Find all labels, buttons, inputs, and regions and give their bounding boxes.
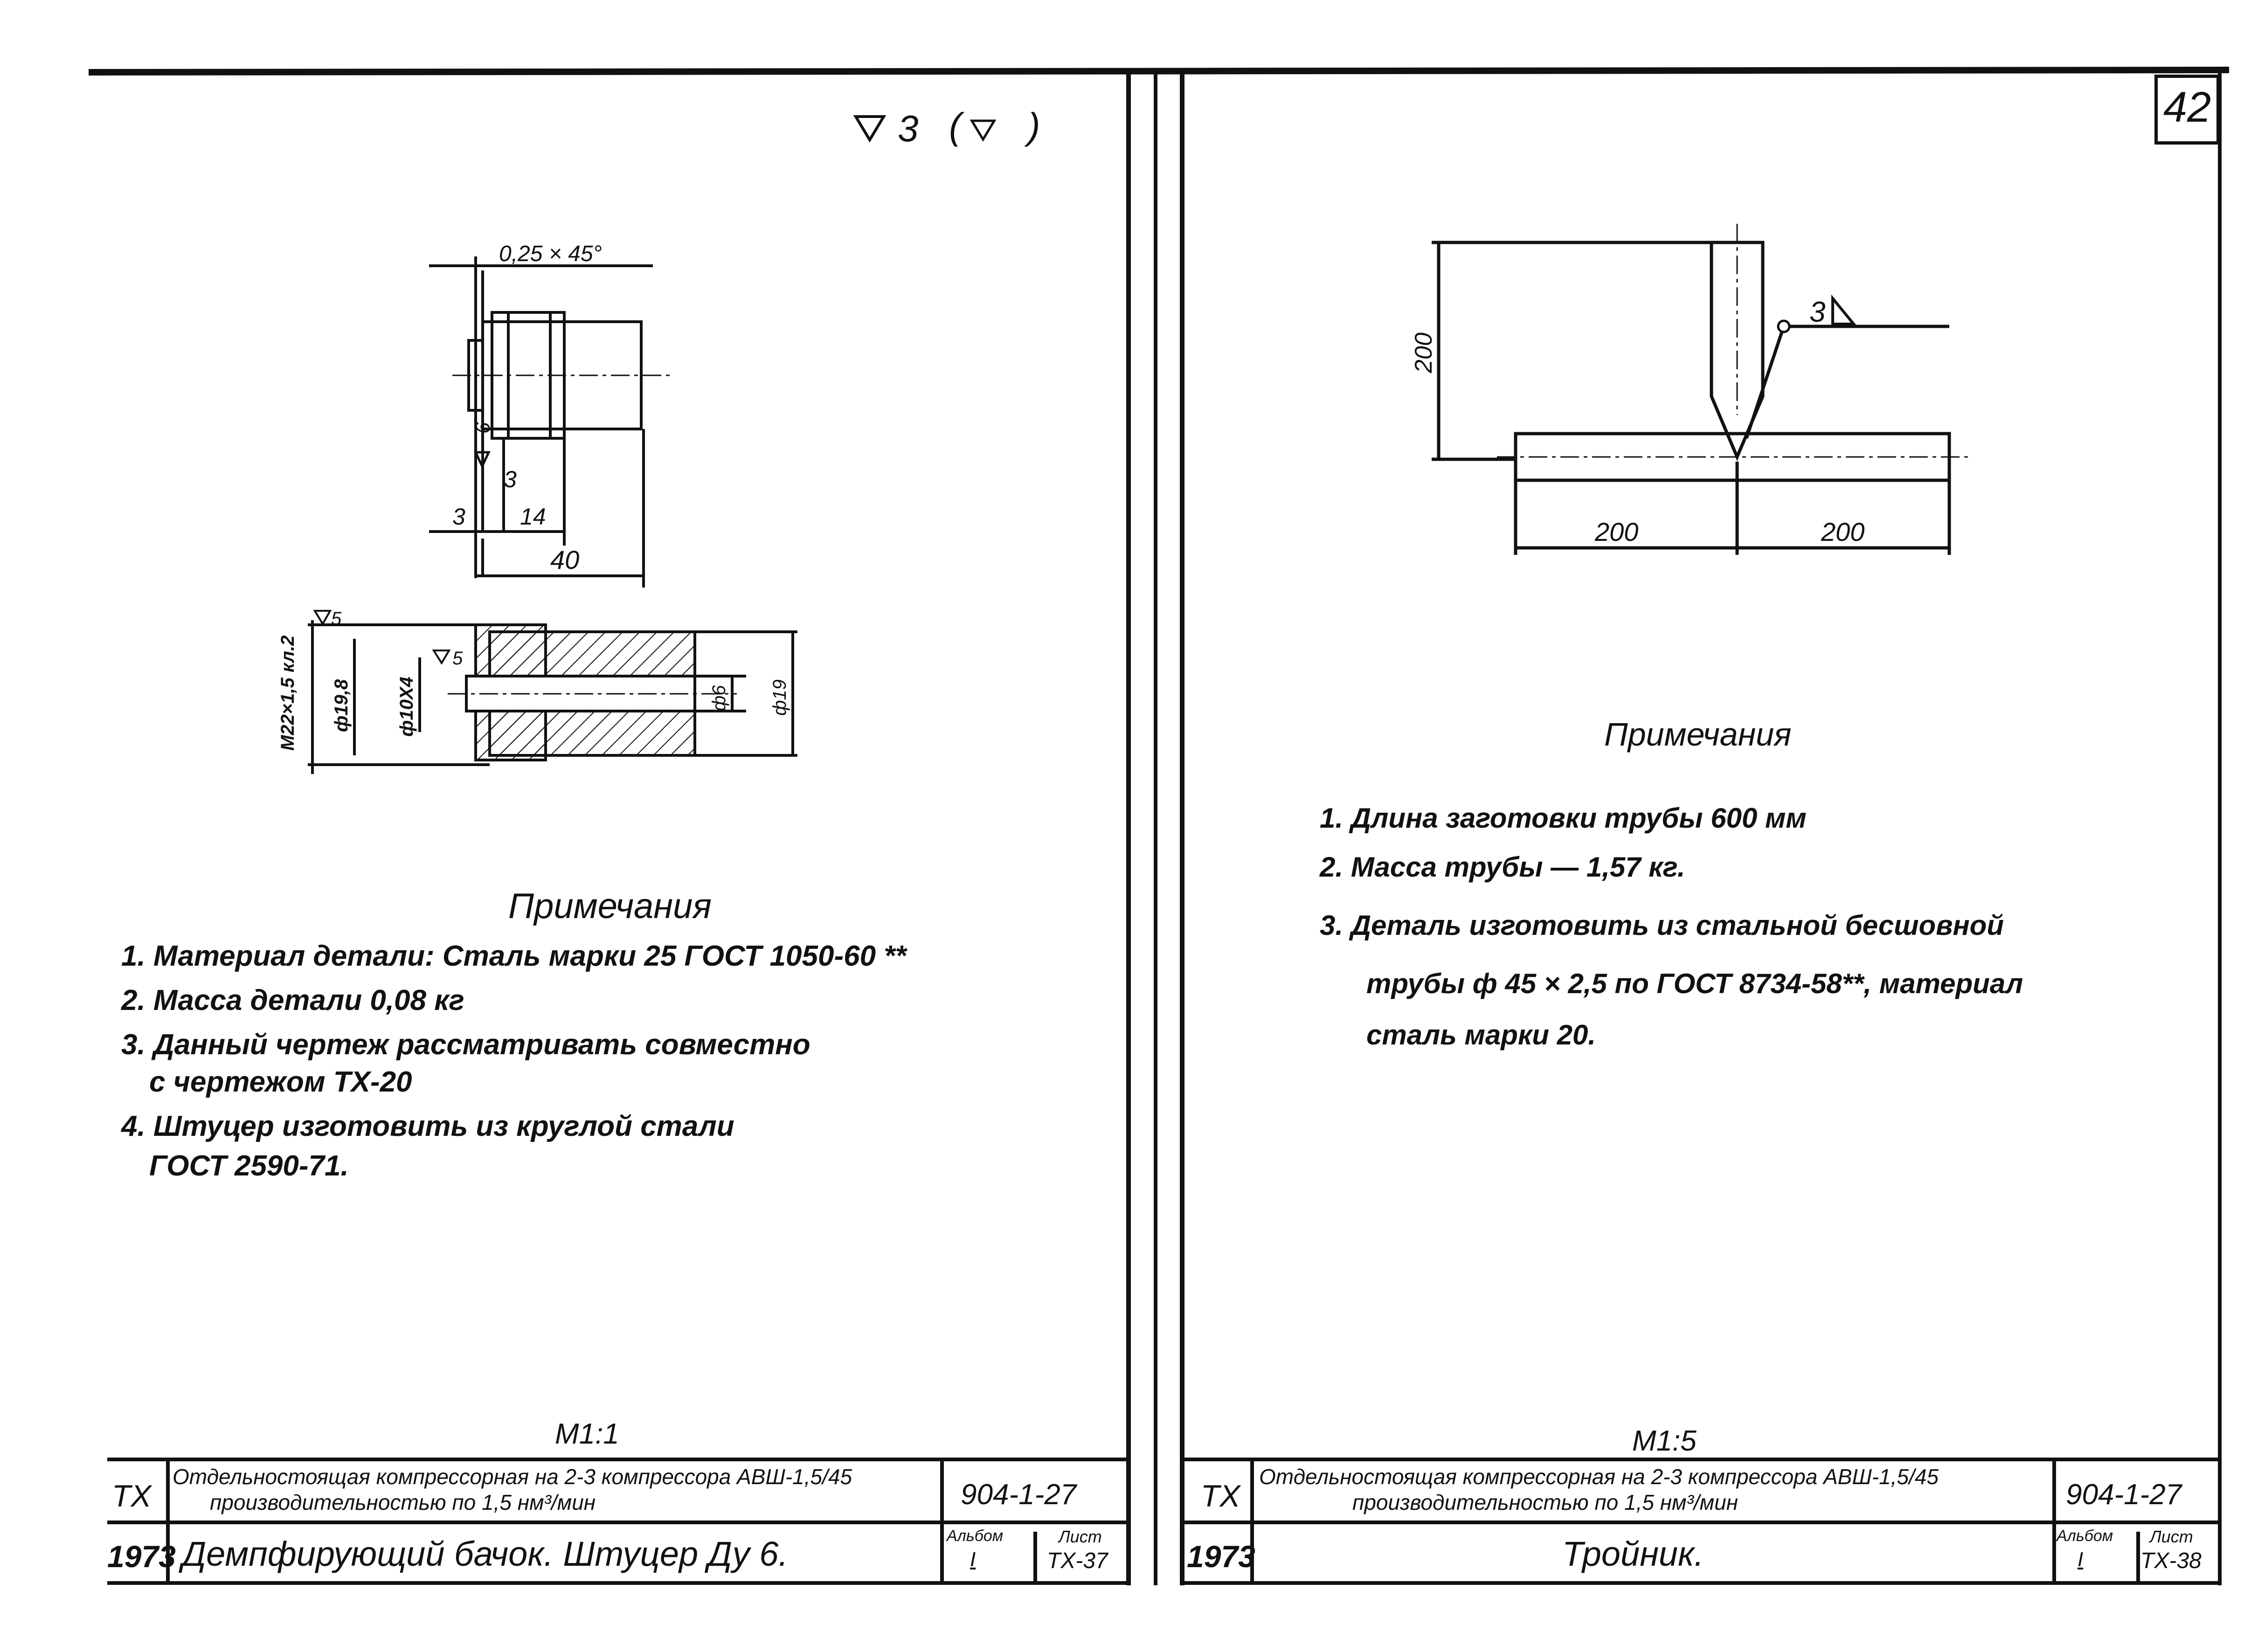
left-tb-sheet: ТХ-37 [1047, 1548, 1108, 1573]
roughness-mark-paren: ( ) [949, 105, 1068, 147]
right-note-3b: трубы ф 45 × 2,5 по ГОСТ 8734-58**, мате… [1366, 968, 2023, 999]
right-note-2: 2. Масса трубы — 1,57 кг. [1320, 851, 1685, 883]
right-tb-sheet: ТХ-38 [2140, 1548, 2202, 1573]
left-note-3: 3. Данный чертеж рассматривать совместно [121, 1029, 810, 1061]
left-tb-docno: 904-1-27 [961, 1479, 1077, 1511]
right-tb-project: Отдельностоящая компрессорная на 2-3 ком… [1259, 1465, 1939, 1489]
left-tb-sheet-label: Лист [1059, 1527, 1102, 1546]
page-number: 42 [2163, 83, 2211, 131]
right-tb-album-label: Альбом [2057, 1527, 2113, 1545]
rough-5b: 5 [452, 648, 463, 669]
page-number-box [2154, 75, 2220, 145]
left-tb-project: Отдельностоящая компрессорная на 2-3 ком… [173, 1465, 852, 1489]
left-tb-album-label: Альбом [947, 1527, 1004, 1545]
dim-14: 14 [520, 504, 546, 530]
dim-bore: ф10Х4 [396, 677, 417, 737]
right-note-3c: сталь марки 20. [1366, 1019, 1596, 1051]
left-title-block [107, 1458, 1129, 1585]
right-tb-album: I [2078, 1548, 2084, 1571]
left-notes-title: Примечания [508, 886, 712, 926]
left-scale: М1:1 [555, 1418, 619, 1450]
dim-thread-dia: ф19,8 [331, 679, 352, 732]
dim-40: 40 [550, 545, 579, 574]
right-note-1: 1. Длина заготовки трубы 600 мм [1320, 802, 1807, 834]
dim-dia19: ф19 [769, 679, 790, 716]
roughness-mark: 3 [898, 108, 919, 149]
dim-3a: 3 [452, 504, 465, 530]
dim-thread: M22×1,5 кл.2 [277, 636, 298, 751]
fitting-side-view: 0,25 × 45° 3 3 14 40 6 [429, 242, 672, 588]
right-tb-code: ТХ [1201, 1479, 1240, 1513]
tee-dim-height: 200 [1410, 332, 1437, 373]
right-scale: М1:5 [1632, 1425, 1697, 1457]
dim-3b: 3 [504, 466, 517, 492]
left-tb-name: Демпфирующий бачок. Штуцер Ду 6. [182, 1534, 788, 1573]
left-note-4b: ГОСТ 2590-71. [149, 1150, 349, 1182]
tee-dim-right: 200 [1821, 517, 1864, 546]
dim-dia6: ф6 [709, 685, 729, 711]
dim-6: 6 [471, 422, 494, 434]
tee-weld-size: 3 [1809, 296, 1825, 328]
right-tb-year: 1973 [1187, 1539, 1255, 1574]
right-tb-project-2: производительностью по 1,5 нм³/мин [1352, 1490, 1739, 1514]
left-tb-code: ТХ [112, 1479, 152, 1513]
right-title-block [1182, 1458, 2220, 1585]
tee-drawing: 200 200 200 3 [1410, 224, 1973, 555]
right-tb-docno: 904-1-27 [2066, 1479, 2182, 1511]
dim-chamfer: 0,25 × 45° [499, 242, 602, 266]
right-tb-sheet-label: Лист [2150, 1527, 2193, 1546]
left-tb-project-2: производительностью по 1,5 нм³/мин [210, 1490, 596, 1514]
roughness-triangle-small-icon [970, 119, 996, 142]
right-notes-title: Примечания [1604, 716, 1792, 753]
fitting-section-view: M22×1,5 кл.2 ф19,8 ф10Х4 ф6 ф19 5 5 [277, 608, 797, 774]
right-note-3: 3. Деталь изготовить из стальной бесшовн… [1320, 910, 2004, 941]
left-note-1: 1. Материал детали: Сталь марки 25 ГОСТ … [121, 940, 907, 972]
tee-dim-left: 200 [1594, 517, 1638, 546]
left-note-4: 4. Штуцер изготовить из круглой стали [121, 1110, 734, 1142]
left-tb-album: I [970, 1548, 976, 1571]
rough-5a: 5 [331, 608, 342, 629]
left-tb-year: 1973 [107, 1539, 176, 1574]
left-note-3b: с чертежом ТХ-20 [149, 1066, 412, 1098]
right-tb-name: Тройник. [1562, 1534, 1704, 1573]
left-note-2: 2. Масса детали 0,08 кг [121, 984, 464, 1016]
roughness-triangle-icon [853, 115, 886, 142]
roughness-small-icon [474, 451, 491, 469]
